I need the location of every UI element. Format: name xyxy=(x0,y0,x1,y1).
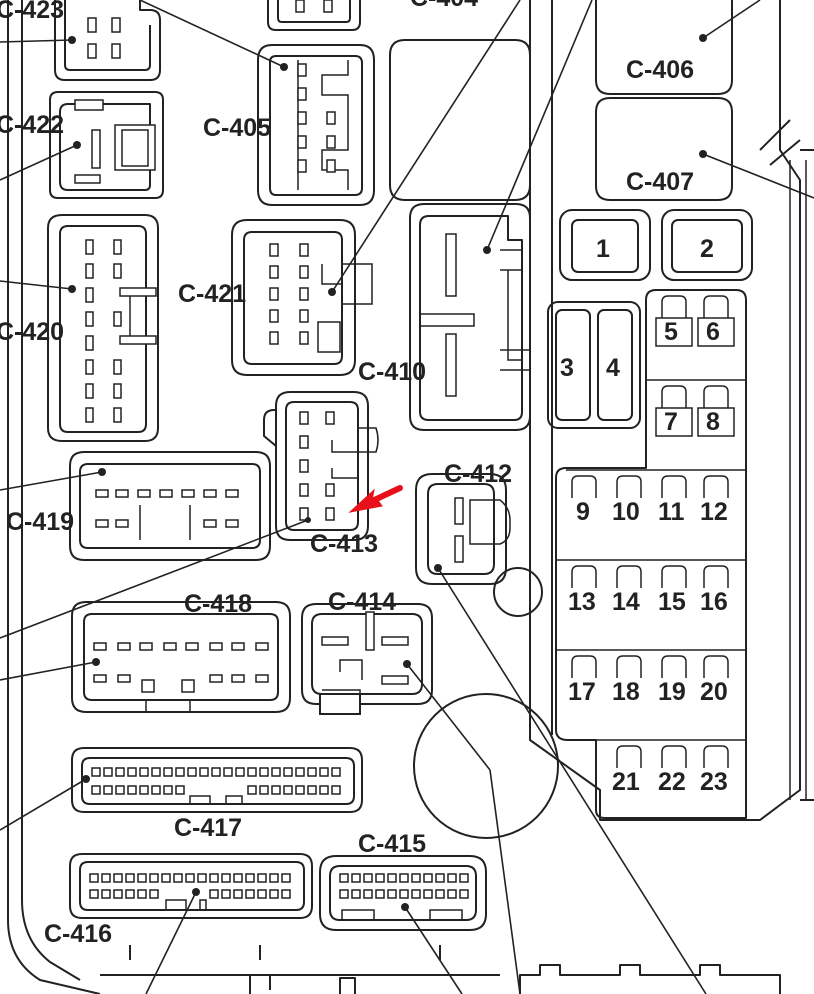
fuse-15-label: 15 xyxy=(658,588,686,616)
fuse-grid: 5 6 7 8 9 10 11 12 13 14 15 16 17 18 19 … xyxy=(556,295,746,796)
connector-c416: C-416 xyxy=(44,853,313,948)
connector-c404: C-404 xyxy=(267,0,478,31)
fuse-8-label: 8 xyxy=(706,408,720,436)
c416-pins-top xyxy=(89,873,291,883)
c415-pins xyxy=(339,873,469,899)
leader-c416 xyxy=(145,891,197,994)
connector-c405: C-405 xyxy=(203,44,375,206)
fuse-block-outline xyxy=(555,289,747,819)
relay-1: 1 xyxy=(559,209,651,281)
red-arrow-icon xyxy=(348,485,403,513)
c417-pins-bottom xyxy=(91,785,341,795)
fuse-17-label: 17 xyxy=(568,678,596,706)
leader-c406 xyxy=(702,0,761,39)
relay-3-label: 3 xyxy=(560,354,574,382)
c417-pins-top xyxy=(91,767,341,777)
mounting-hole-1 xyxy=(493,567,543,617)
label-c422: C-422 xyxy=(0,111,64,139)
fuse-22-label: 22 xyxy=(658,768,686,796)
leader-c414-ext xyxy=(489,769,521,994)
label-c417: C-417 xyxy=(174,814,242,842)
connector-c412: C-412 xyxy=(415,460,512,585)
fuse-13-label: 13 xyxy=(568,588,596,616)
label-c420: C-420 xyxy=(0,318,64,346)
leader-c415 xyxy=(404,906,463,994)
fuse-10-label: 10 xyxy=(612,498,640,526)
center-block xyxy=(389,39,531,201)
fuse-19-label: 19 xyxy=(658,678,686,706)
connector-c413: C-413 xyxy=(263,391,379,558)
connector-c414: C-414 xyxy=(301,588,433,715)
fuse-12-label: 12 xyxy=(700,498,728,526)
connector-c410: C-410 xyxy=(358,203,531,431)
connector-c407: C-407 xyxy=(595,97,733,201)
leader-c419 xyxy=(0,471,103,491)
label-c406: C-406 xyxy=(626,56,694,84)
label-c415: C-415 xyxy=(358,830,426,858)
label-c423: C-423 xyxy=(0,0,64,24)
fuse-21-label: 21 xyxy=(612,768,640,796)
relay-1-label: 1 xyxy=(596,235,610,263)
leader-c422 xyxy=(0,144,78,181)
fuse-5-label: 5 xyxy=(664,318,678,346)
label-c405: C-405 xyxy=(203,114,271,142)
leader-c417 xyxy=(0,778,87,831)
fuse-16-label: 16 xyxy=(700,588,728,616)
leader-c410 xyxy=(486,0,593,251)
label-c410: C-410 xyxy=(358,358,426,386)
housing-outline xyxy=(7,0,814,994)
c413-pins xyxy=(299,411,335,521)
leader-c413 xyxy=(0,519,309,639)
c420-pins xyxy=(85,239,122,423)
leader-c407 xyxy=(702,153,814,199)
fuse-5 xyxy=(655,295,693,347)
label-c414: C-414 xyxy=(328,588,396,616)
label-c407: C-407 xyxy=(626,168,694,196)
c419-pins xyxy=(95,489,239,528)
relay-4-label: 4 xyxy=(606,354,620,382)
connector-c420: C-420 xyxy=(0,214,159,442)
leader-c420 xyxy=(0,280,73,290)
fuse-18-label: 18 xyxy=(612,678,640,706)
fuse-14-label: 14 xyxy=(612,588,640,616)
relay-2-label: 2 xyxy=(700,235,714,263)
relay-3-4: 3 4 xyxy=(547,301,641,429)
fuse-20-label: 20 xyxy=(700,678,728,706)
label-c416: C-416 xyxy=(44,920,112,948)
label-c418: C-418 xyxy=(184,590,252,618)
fuse-6 xyxy=(697,295,735,347)
c418-pins xyxy=(93,642,269,683)
leader-c412 xyxy=(437,567,707,994)
leader-c405 xyxy=(139,0,285,68)
fuse-8 xyxy=(697,385,735,437)
connector-c419: C-419 xyxy=(6,451,271,561)
fuse-7-label: 7 xyxy=(664,408,678,436)
fuse-11-label: 11 xyxy=(658,498,685,526)
connector-c423: C-423 xyxy=(0,0,161,81)
fuse-23-label: 23 xyxy=(700,768,728,796)
label-c404: C-404 xyxy=(410,0,478,12)
label-c419: C-419 xyxy=(6,508,74,536)
connector-c418: C-418 xyxy=(71,590,291,713)
connector-c406: C-406 xyxy=(595,0,733,95)
relay-2: 2 xyxy=(661,209,753,281)
fuse-9-label: 9 xyxy=(576,498,590,526)
leader-c418 xyxy=(0,661,97,681)
c416-pins-bottom xyxy=(89,889,291,899)
label-c421: C-421 xyxy=(178,280,246,308)
leader-c414 xyxy=(406,663,491,771)
connector-c422: C-422 xyxy=(0,91,164,199)
label-c412: C-412 xyxy=(444,460,512,488)
fuse-6-label: 6 xyxy=(706,318,720,346)
fuse-7 xyxy=(655,385,693,437)
leader-c421 xyxy=(331,0,521,293)
connector-c421: C-421 xyxy=(178,219,373,376)
label-c413: C-413 xyxy=(310,530,378,558)
connector-c417: C-417 xyxy=(71,747,363,842)
c421-pins xyxy=(269,243,341,353)
connector-c415: C-415 xyxy=(319,830,487,931)
mounting-hole-2 xyxy=(413,693,559,839)
leader-c423 xyxy=(0,39,73,43)
